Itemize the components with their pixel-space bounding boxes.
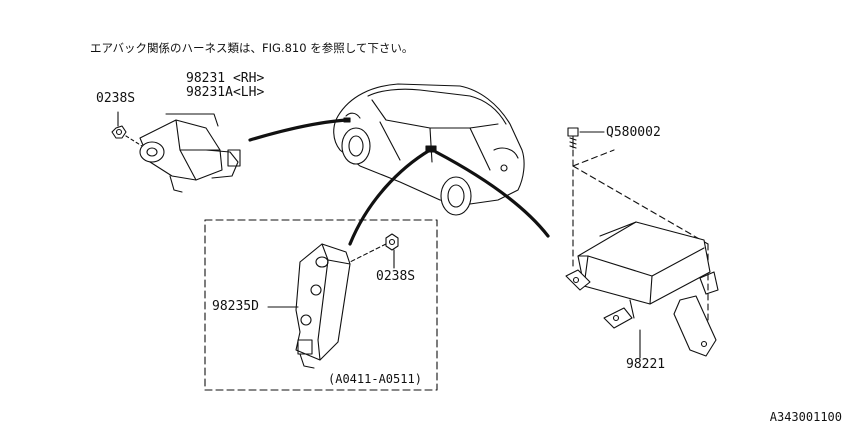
airbag-control-unit — [565, 221, 719, 357]
nut-left — [111, 125, 127, 139]
nut-left-dashed-line — [125, 135, 143, 147]
label-front-sensor-lh: 98231A<LH> — [186, 85, 265, 100]
pointer-leaders — [248, 118, 550, 246]
leader-front-sensor — [248, 118, 348, 142]
bolt — [567, 127, 579, 149]
diagram-code: A343001100 — [769, 410, 842, 424]
bolt-dashed-guides — [572, 149, 709, 331]
label-nut-left: 0238S — [96, 91, 136, 106]
label-applicable-range: (A0411-A0511) — [328, 372, 422, 386]
leader-control-unit — [434, 150, 550, 238]
side-impact-sensor — [295, 243, 351, 369]
label-front-sensor-rh: 98231 <RH> — [186, 71, 265, 86]
leader-side-sensor — [348, 148, 432, 246]
label-bolt: Q580002 — [606, 125, 661, 140]
label-control-unit: 98221 — [626, 357, 666, 372]
nut-side-dashed-line — [349, 243, 387, 263]
label-side-sensor: 98235D — [212, 299, 259, 314]
harness-reference-note: エアバック関係のハーネス類は、FIG.810 を参照して下さい。 — [90, 41, 414, 55]
front-impact-sensor — [139, 113, 241, 193]
side-sensor-range-box — [204, 219, 438, 391]
label-nut-side: 0238S — [376, 269, 416, 284]
nut-side — [385, 233, 399, 251]
